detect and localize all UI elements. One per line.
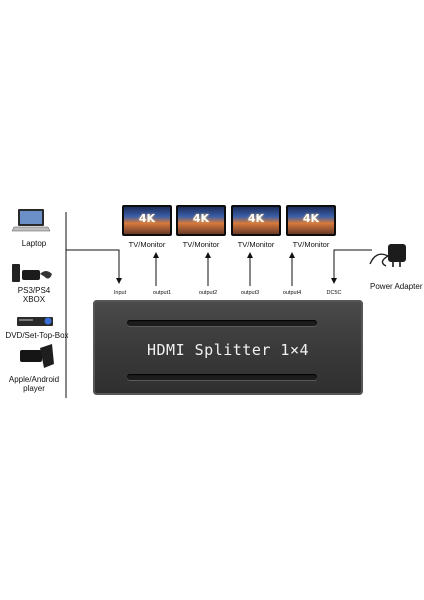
source-laptop: Laptop	[10, 208, 60, 253]
monitor-4-label: TV/Monitor	[292, 240, 330, 249]
monitor-1: 4K	[122, 205, 172, 236]
monitor-1-badge: 4K	[138, 212, 156, 225]
port-output2-label: output2	[198, 290, 218, 296]
device-title: HDMI Splitter 1×4	[146, 341, 310, 359]
hdmi-splitter-device: HDMI Splitter 1×4	[93, 300, 363, 395]
power-arrow	[331, 249, 372, 284]
monitor-2-badge: 4K	[192, 212, 210, 225]
monitor-3-label: TV/Monitor	[237, 240, 275, 249]
dvd-player-icon	[17, 317, 53, 326]
media-player-icon	[20, 344, 54, 368]
device-top-slot	[127, 320, 317, 326]
monitor-4: 4K	[286, 205, 336, 236]
input-arrow	[66, 249, 122, 284]
source-media-player: Apple/Android player	[9, 342, 60, 398]
monitor-3: 4K	[231, 205, 281, 236]
laptop-icon	[12, 209, 51, 232]
device-bottom-slot	[127, 374, 317, 380]
laptop-label: Laptop	[21, 239, 47, 248]
source-console: PS3/PS4 XBOX	[10, 260, 60, 310]
monitor-4-badge: 4K	[302, 212, 320, 225]
monitor-1-label: TV/Monitor	[128, 240, 166, 249]
console-label: PS3/PS4 XBOX	[17, 286, 51, 304]
port-output3-label: output3	[240, 290, 260, 296]
power-adapter-label: Power Adapter	[370, 282, 423, 291]
port-input-label: Input	[113, 290, 127, 296]
power-adapter-icon	[369, 244, 406, 267]
source-dvd: DVD/Set-Top-Box	[4, 313, 69, 343]
monitor-3-badge: 4K	[247, 212, 265, 225]
media-player-label: Apple/Android player	[8, 375, 60, 393]
monitor-2-label: TV/Monitor	[182, 240, 220, 249]
port-output1-label: output1	[152, 290, 172, 296]
port-output4-label: output4	[282, 290, 302, 296]
monitor-2: 4K	[176, 205, 226, 236]
port-dc-label: DC5C	[326, 290, 342, 296]
dvd-label: DVD/Set-Top-Box	[5, 331, 69, 340]
game-console-icon	[12, 264, 52, 282]
